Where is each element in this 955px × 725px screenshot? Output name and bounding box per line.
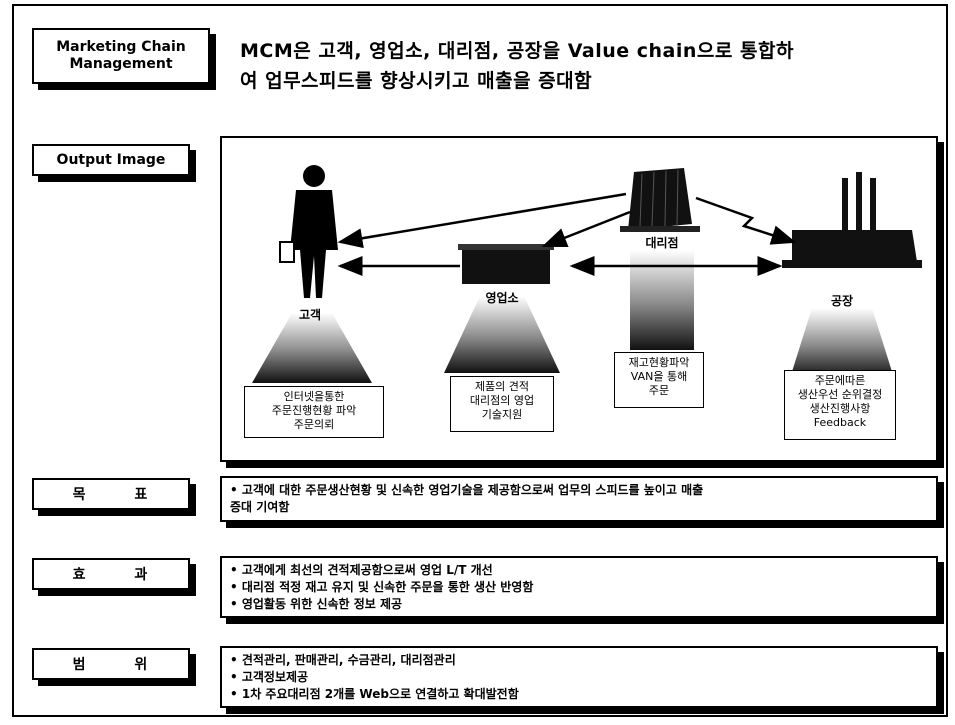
scope-line-2: • 고객정보제공 <box>230 670 309 684</box>
arrow-agency-to-customer <box>337 192 627 249</box>
effect-line-2: • 대리점 적정 재고 유지 및 신속한 주문을 통한 생산 반영함 <box>230 580 534 594</box>
factory-name: 공장 <box>830 294 854 308</box>
factory-beam <box>790 308 894 378</box>
sales-office-desc: 제품의 견적 대리점의 영업 기술지원 <box>450 376 554 432</box>
goal-line-2: 증대 기여함 <box>230 500 290 514</box>
customer-desc: 인터넷을통한 주문진행현황 파악 주문의뢰 <box>244 386 384 438</box>
sales-office-name: 영업소 <box>485 291 519 305</box>
customer-figure <box>279 165 338 298</box>
sales-office-building <box>458 244 554 284</box>
effect-text: • 고객에게 최선의 견적제공함으로써 영업 L/T 개선 • 대리점 적정 재… <box>220 556 938 618</box>
output-diagram: 고객 영업소 대리점 공장 인터넷을통한 주문진행현황 파악 주문의뢰 제품의 … <box>220 136 938 462</box>
goal-label: 목 표 <box>32 478 190 510</box>
scope-line-3: • 1차 주요대리점 2개를 Web으로 연결하고 확대발전함 <box>230 687 519 701</box>
agency-desc: 재고현황파악 VAN을 통해 주문 <box>614 352 704 408</box>
headline-line-1: MCM은 고객, 영업소, 대리점, 공장을 Value chain으로 통합하 <box>240 40 794 62</box>
factory-desc: 주문에따른 생산우선 순위결정 생산진행사항 Feedback <box>784 370 896 440</box>
sales-beam <box>444 296 560 373</box>
agency-building <box>620 168 700 232</box>
scope-text: • 견적관리, 판매관리, 수금관리, 대리점관리 • 고객정보제공 • 1차 … <box>220 646 938 708</box>
effect-label: 효 과 <box>32 558 190 590</box>
agency-name: 대리점 <box>645 236 679 250</box>
output-image-label: Output Image <box>32 144 190 176</box>
arrow-agency-to-sales <box>541 210 631 248</box>
effect-line-3: • 영업활동 위한 신속한 정보 제공 <box>230 597 403 611</box>
value-chain-diagram <box>252 165 922 383</box>
factory-building <box>782 172 922 268</box>
scope-label: 범 위 <box>32 648 190 680</box>
headline: MCM은 고객, 영업소, 대리점, 공장을 Value chain으로 통합하… <box>240 36 940 96</box>
goal-line-1: • 고객에 대한 주문생산현황 및 신속한 영업기술을 제공함으로써 업무의 스… <box>230 483 704 497</box>
arrow-agency-factory <box>695 196 797 245</box>
scope-line-1: • 견적관리, 판매관리, 수금관리, 대리점관리 <box>230 653 456 667</box>
goal-text: • 고객에 대한 주문생산현황 및 신속한 영업기술을 제공함으로써 업무의 스… <box>220 476 938 522</box>
customer-name: 고객 <box>298 308 322 322</box>
effect-line-1: • 고객에게 최선의 견적제공함으로써 영업 L/T 개선 <box>230 563 493 577</box>
headline-line-2: 여 업무스피드를 향상시키고 매출을 증대함 <box>240 70 593 92</box>
customer-beam <box>252 313 372 383</box>
page-frame <box>12 4 948 717</box>
title-box: Marketing Chain Management <box>32 28 210 84</box>
